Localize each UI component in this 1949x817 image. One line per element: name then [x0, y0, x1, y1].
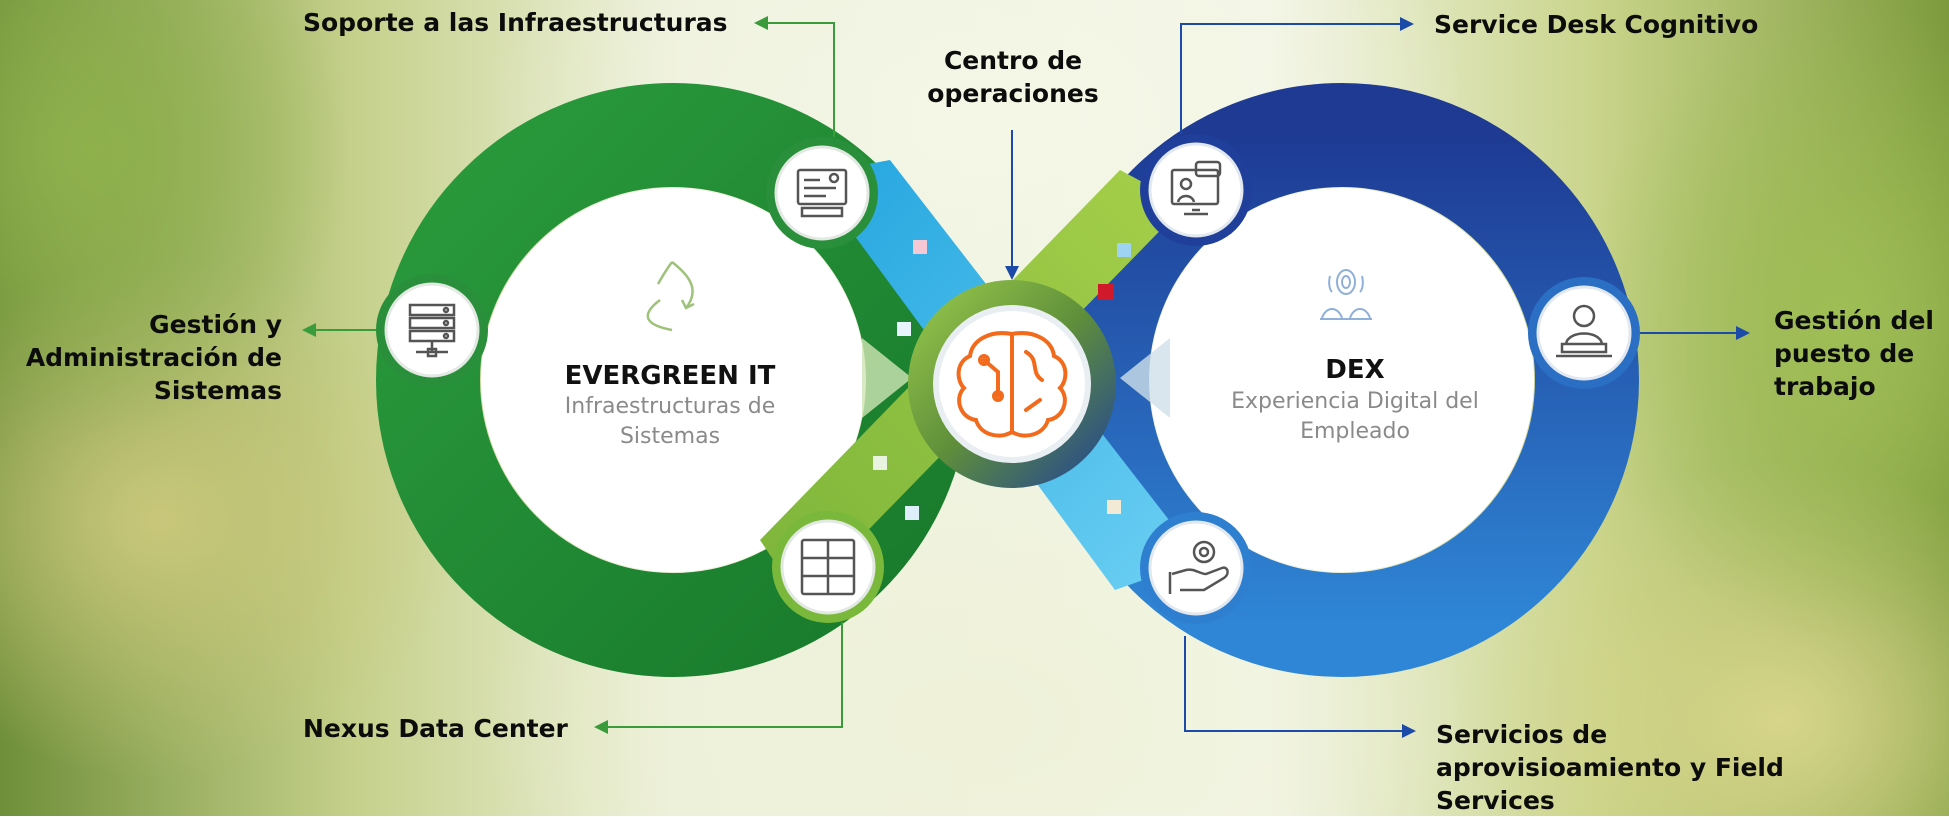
band-dot: [873, 456, 887, 470]
arrow-top-left: [754, 16, 768, 30]
band-dot: [1117, 243, 1131, 257]
left-flow-arrow: [862, 338, 912, 418]
user-laptop-icon: [1556, 304, 1612, 358]
band-dot: [1107, 500, 1121, 514]
video-call-chat-icon: [1170, 160, 1222, 216]
fingerprint-people-icon: [1320, 269, 1372, 320]
label-service-desk: Service Desk Cognitivo: [1434, 10, 1759, 39]
right-loop-subtitle: Experiencia Digital del Empleado: [1231, 389, 1479, 444]
left-loop-subtitle: Infraestructuras de Sistemas: [564, 394, 776, 449]
arrow-bottom-left: [594, 720, 608, 734]
node-grid-cabinet[interactable]: [772, 511, 884, 623]
node-server-rack[interactable]: [376, 274, 488, 386]
band-dot: [913, 240, 927, 254]
arrow-center-top: [1005, 266, 1019, 280]
connector-top-left: [766, 22, 835, 137]
label-centro-operaciones: Centro de operaciones: [927, 46, 1099, 108]
band-dot: [1098, 284, 1114, 300]
label-gestion-sistemas: Gestión y Administración de Sistemas: [25, 310, 282, 405]
brain-circuit-icon: [956, 331, 1068, 438]
right-loop-inner: [1150, 188, 1534, 572]
label-servicios-field: Servicios de aprovisioamiento y Field Se…: [1436, 720, 1784, 815]
arrow-top-right: [1400, 17, 1414, 31]
node-hand-gear[interactable]: [1140, 512, 1252, 624]
arrow-mid-left: [302, 323, 316, 337]
node-user-laptop[interactable]: [1528, 277, 1640, 389]
connector-bottom-left: [606, 622, 843, 728]
hand-gear-icon: [1168, 540, 1229, 594]
right-loop-title: DEX: [1325, 355, 1385, 385]
right-flow-arrow: [1120, 338, 1170, 418]
arrow-bottom-right: [1402, 724, 1416, 738]
connector-bottom-right: [1184, 636, 1404, 732]
arrow-mid-right: [1736, 326, 1750, 340]
grid-cabinet-icon: [800, 538, 856, 596]
recycle-leaf-icon: [646, 261, 695, 332]
node-video-call-chat[interactable]: [1140, 134, 1252, 246]
label-soporte-infraestructuras: Soporte a las Infraestructuras: [303, 8, 728, 37]
node-monitor-dashboard[interactable]: [766, 137, 878, 249]
band-dot: [897, 322, 911, 336]
label-nexus-data-center: Nexus Data Center: [303, 714, 568, 743]
left-loop-title: EVERGREEN IT: [564, 361, 776, 391]
label-gestion-puesto: Gestión del puesto de trabajo: [1774, 306, 1934, 401]
left-loop-inner: [481, 188, 865, 572]
monitor-dashboard-icon: [796, 168, 848, 218]
connector-top-right: [1180, 23, 1402, 134]
server-rack-icon: [408, 303, 456, 358]
band-dot: [905, 506, 919, 520]
